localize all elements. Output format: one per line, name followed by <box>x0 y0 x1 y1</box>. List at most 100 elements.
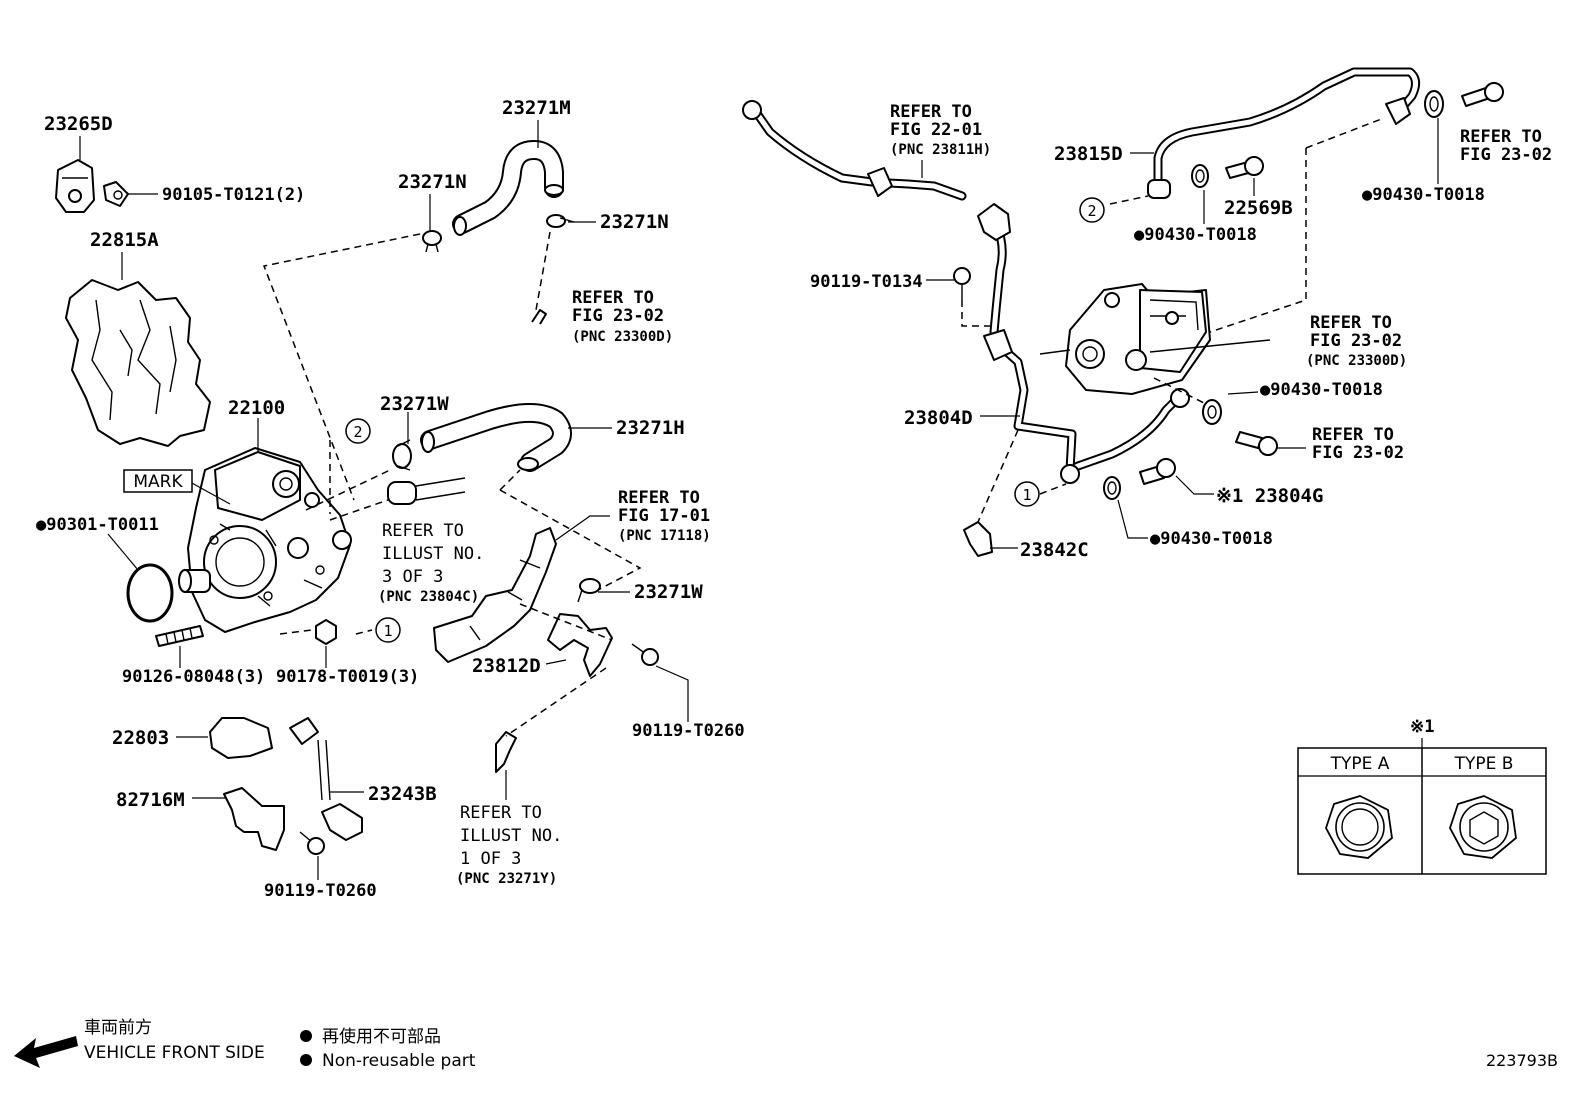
legend-non-reusable: 再使用不可部品 Non-reusable part <box>300 1026 476 1071</box>
legend-front-direction: 車両前方 VEHICLE FRONT SIDE <box>14 1018 265 1068</box>
bracket-82716M-illustration <box>223 787 285 851</box>
non-reusable-dot-icon-2 <box>300 1054 312 1066</box>
label-23243B: 23243B <box>368 783 437 805</box>
sensor-23243B-illustration <box>289 717 363 841</box>
clamp-23271N-b-illustration <box>546 214 575 228</box>
svg-text:REFER TO: REFER TO <box>890 102 972 122</box>
label-90178: 90178-T0019(3) <box>276 667 419 687</box>
left-dashed-guides <box>262 231 642 737</box>
label-90119-c: 90119-T0134 <box>810 272 923 292</box>
label-22100: 22100 <box>228 397 285 419</box>
label-23271M: 23271M <box>502 97 571 119</box>
svg-text:(PNC 23811H): (PNC 23811H) <box>890 142 991 158</box>
label-90430-a: ●90430-T0018 <box>1362 185 1485 205</box>
refer-note-fig23-02-c: REFER TO FIG 23-02 (PNC 23300D) <box>1306 313 1407 369</box>
svg-text:REFER TO: REFER TO <box>618 488 700 508</box>
svg-text:(PNC 23300D): (PNC 23300D) <box>572 329 673 345</box>
bolt-lower-right-illustration <box>1235 431 1278 456</box>
svg-text:(PNC 23300D): (PNC 23300D) <box>1306 353 1407 369</box>
clamp-23271N-a-illustration <box>422 230 442 253</box>
type-b-header: TYPE B <box>1454 754 1514 774</box>
non-reusable-dot-icon <box>300 1030 312 1042</box>
label-90105: 90105-T0121(2) <box>162 185 305 205</box>
supply-pump-22100-illustration <box>178 447 352 633</box>
fuel-line-stub-illustration <box>387 477 466 505</box>
fuel-pipe-23811H-illustration <box>742 100 967 201</box>
svg-text:(PNC 23271Y): (PNC 23271Y) <box>456 871 557 887</box>
refer-note-illust-1of3: REFER TO ILLUST NO. 1 OF 3 (PNC 23271Y) <box>456 803 562 887</box>
svg-text:FIG 23-02: FIG 23-02 <box>1460 145 1552 165</box>
callout-2b: 2 <box>1079 197 1105 223</box>
label-90430-d: ●90430-T0018 <box>1150 529 1273 549</box>
svg-text:REFER TO: REFER TO <box>1460 127 1542 147</box>
svg-text:FIG 17-01: FIG 17-01 <box>618 506 710 526</box>
refer-note-fig17-01: REFER TO FIG 17-01 (PNC 17118) <box>618 488 711 544</box>
svg-text:FIG 23-02: FIG 23-02 <box>1312 443 1404 463</box>
type-table: ※1 TYPE A TYPE B <box>1297 717 1547 875</box>
svg-text:2: 2 <box>1087 202 1096 220</box>
svg-text:2: 2 <box>353 423 362 441</box>
right-dashed-guides <box>961 117 1385 523</box>
hose-23271H-illustration <box>420 403 572 472</box>
fuel-filter-assembly-illustration <box>1039 283 1271 395</box>
gasket-90430-lower-a-illustration <box>1202 399 1222 425</box>
svg-text:FIG 23-02: FIG 23-02 <box>572 306 664 326</box>
svg-text:VEHICLE FRONT SIDE: VEHICLE FRONT SIDE <box>84 1043 265 1063</box>
svg-text:3 OF 3: 3 OF 3 <box>382 567 443 587</box>
label-90119-a: 90119-T0260 <box>632 721 745 741</box>
cover-22815A-illustration <box>65 279 211 447</box>
front-arrow-icon <box>14 1036 78 1068</box>
refer-note-fig23-02-b: REFER TO FIG 23-02 <box>1460 127 1552 165</box>
nut-90178-illustration <box>315 619 337 645</box>
bracket-23812D-illustration <box>433 527 613 677</box>
label-23271H: 23271H <box>616 417 685 439</box>
refer-note-illust-3of3: REFER TO ILLUST NO. 3 OF 3 (PNC 23804C) <box>378 521 484 605</box>
type-a-bolt-head-illustration <box>1325 795 1393 859</box>
bolt-22569B-illustration <box>1225 156 1264 179</box>
type-a-header: TYPE A <box>1330 754 1390 774</box>
svg-text:1: 1 <box>383 622 392 640</box>
svg-text:REFER TO: REFER TO <box>1310 313 1392 333</box>
svg-text:FIG 23-02: FIG 23-02 <box>1310 331 1402 351</box>
bolt-top-right-illustration <box>1461 82 1504 107</box>
svg-text:FIG 22-01: FIG 22-01 <box>890 120 982 140</box>
svg-text:ILLUST NO.: ILLUST NO. <box>460 826 562 846</box>
svg-text:1: 1 <box>1022 486 1031 504</box>
svg-text:1 OF 3: 1 OF 3 <box>460 849 521 869</box>
label-82716M: 82716M <box>116 789 185 811</box>
bolt-90119-c-illustration <box>953 267 971 300</box>
svg-text:MARK: MARK <box>133 472 183 492</box>
svg-text:車両前方: 車両前方 <box>84 1018 152 1038</box>
label-23804G: ※1 23804G <box>1216 485 1323 507</box>
gasket-90430-mid-illustration <box>1191 164 1209 188</box>
svg-text:REFER TO: REFER TO <box>572 288 654 308</box>
svg-text:(PNC 23804C): (PNC 23804C) <box>378 589 479 605</box>
bolt-23804G-illustration <box>1139 458 1176 485</box>
label-90119-b: 90119-T0260 <box>264 881 377 901</box>
bolt-90105-illustration <box>103 181 129 207</box>
label-23271N-a: 23271N <box>398 171 467 193</box>
label-22803: 22803 <box>112 727 169 749</box>
svg-text:Non-reusable part: Non-reusable part <box>322 1051 476 1071</box>
label-90430-c: ●90430-T0018 <box>1260 380 1383 400</box>
callout-1a: 1 <box>375 617 401 643</box>
label-23271W-b: 23271W <box>634 581 703 603</box>
clamp-23842C-illustration <box>963 521 993 557</box>
fuel-pipe-23804D-illustration <box>977 203 1190 484</box>
stud-90126-illustration <box>155 625 204 647</box>
svg-text:REFER TO: REFER TO <box>382 521 464 541</box>
fuel-pipe-23815D-illustration <box>1147 67 1420 199</box>
callout-2a: 2 <box>345 418 371 444</box>
hose-23271M-illustration <box>452 140 564 236</box>
label-90126: 90126-08048(3) <box>122 667 265 687</box>
label-22815A: 22815A <box>90 229 159 251</box>
bolt-90119-a-illustration <box>631 643 659 666</box>
gasket-90430-lower-b-illustration <box>1103 476 1121 500</box>
refer-note-fig22-01: REFER TO FIG 22-01 (PNC 23811H) <box>890 102 991 158</box>
label-23271W-a: 23271W <box>380 393 449 415</box>
bolt-90119-b-illustration <box>299 831 325 855</box>
diagram-id: 223793B <box>1486 1051 1558 1070</box>
gasket-90430-top-illustration <box>1424 90 1444 118</box>
mark-box: MARK <box>123 469 193 493</box>
